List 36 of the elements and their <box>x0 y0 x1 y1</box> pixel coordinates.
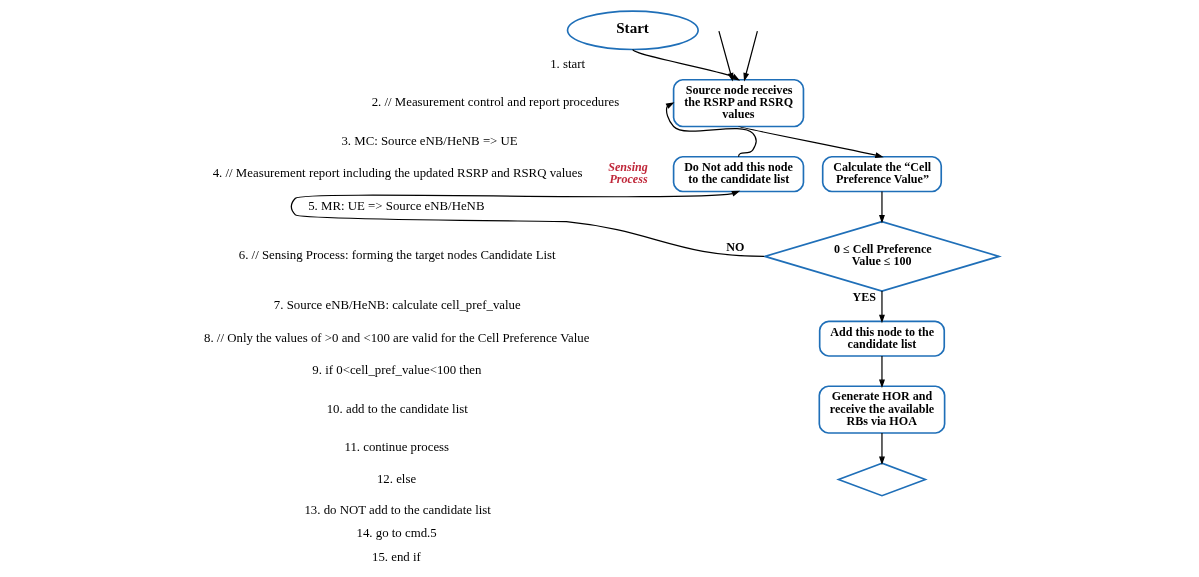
arrow <box>742 30 758 82</box>
label: 5. MR: UE => Source eNB/HeNB <box>307 198 484 213</box>
arrow <box>878 355 885 389</box>
arrow <box>631 48 740 82</box>
label: 14. go to cmd.5 <box>356 526 437 541</box>
node-box: Generate HOR and receive the available RBs via HOA <box>817 385 945 434</box>
label: 10. add to the candidate list <box>326 401 468 416</box>
arrow <box>878 432 885 466</box>
label: 4. // Measurement report including the updated RSRP and RSRQ values <box>212 166 582 181</box>
arrow <box>878 190 885 224</box>
label: 2. // Measurement control and report procedures <box>371 95 619 110</box>
label: 15. end if <box>371 549 421 564</box>
node-diamond: 0 ≤ Cell Preference Value ≤ 100 <box>761 220 1002 292</box>
arrow <box>665 102 757 158</box>
label: 11. continue process <box>343 440 449 455</box>
label: 9. if 0<cell_pref_value<100 then <box>311 363 481 378</box>
arrow <box>878 290 885 324</box>
node-diamond <box>835 462 928 497</box>
edge-label: YES <box>852 290 876 305</box>
label: 12. else <box>376 471 416 486</box>
edge-label: NO <box>725 240 744 255</box>
label: Sensing Process <box>607 159 648 186</box>
node-box: Do Not add this node to the candidate list <box>672 155 804 193</box>
node-box: Calculate the “Cell Preference Value” <box>821 155 942 193</box>
arrow <box>717 30 740 82</box>
node-ellipse: Start <box>566 10 699 51</box>
label: 3. MC: Source eNB/HeNB => UE <box>340 133 518 148</box>
label: 8. // Only the values of >0 and <100 are valid for the Cell Preference Value <box>203 330 589 345</box>
node-box: Source node receives the RSRP and RSRQ values <box>672 78 804 128</box>
label: 13. do NOT add to the candidate list <box>303 502 491 517</box>
label: 1. start <box>549 56 585 71</box>
arrow <box>737 125 884 158</box>
label: 6. // Sensing Process: forming the target nodes Candidate List <box>238 248 556 263</box>
arrow <box>290 190 765 257</box>
label: 7. Source eNB/HeNB: calculate cell_pref_value <box>273 298 521 313</box>
node-box: Add this node to the candidate list <box>818 320 945 357</box>
